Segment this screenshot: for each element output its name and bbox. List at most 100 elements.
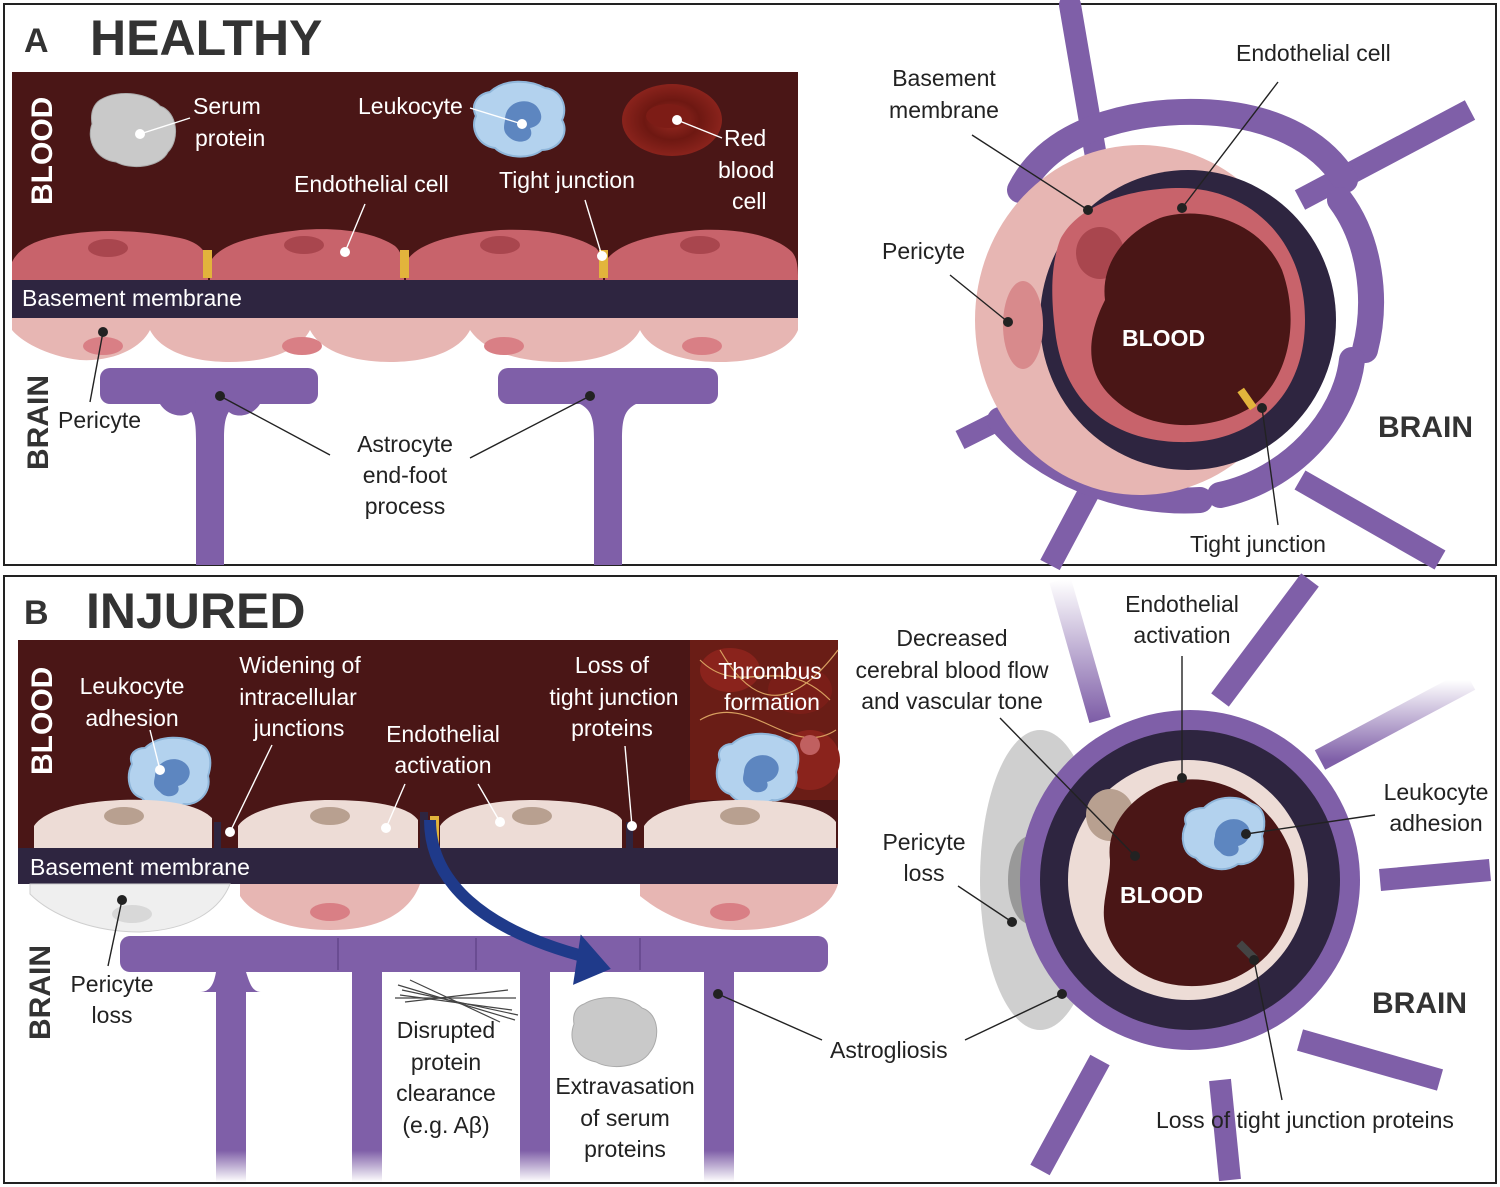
cross-basement-pointer xyxy=(1083,205,1093,215)
panel-a: A HEALTHY BLOOD Serum protein Leukocyte … xyxy=(3,0,1497,571)
cross-pericyte-loss-label-1: Pericyte xyxy=(882,829,965,855)
leukocyte-nucleus-b-2 xyxy=(743,755,779,793)
endothelial-activation-label-1: Endothelial xyxy=(386,721,500,747)
cross-leukocyte-label-1: Leukocyte xyxy=(1384,779,1489,805)
panel-a-border xyxy=(3,3,1497,566)
cross-decreased-label-1: Decreased xyxy=(896,625,1007,651)
cross-basement-leader xyxy=(971,134,1089,211)
extravasation-label-2: of serum xyxy=(580,1105,669,1131)
leukocyte-leader-a xyxy=(469,107,523,125)
tight-junction-a-1 xyxy=(203,250,212,278)
pericyte-loss-label-2: loss xyxy=(92,1002,133,1028)
astrocyte-endfoot-a-1 xyxy=(100,368,318,565)
cross-leukocyte-label-2: adhesion xyxy=(1389,810,1482,836)
disrupted-label-2: protein xyxy=(411,1049,481,1075)
cross-pericyte-loss-pointer xyxy=(1007,917,1017,927)
leukocyte-adhesion-label-2: adhesion xyxy=(85,705,178,731)
cross-basement-label-2: membrane xyxy=(889,97,999,123)
cross-loss-tj-label: Loss of tight junction proteins xyxy=(1156,1107,1454,1133)
endothelial-activation-label-2: activation xyxy=(394,752,491,778)
panel-a-title: HEALTHY xyxy=(90,10,322,66)
thrombus-label-1: Thrombus xyxy=(718,658,822,684)
serum-protein-shape xyxy=(89,93,177,168)
cross-endothelial-leader-a xyxy=(1181,81,1279,209)
rbc-label-1: Red xyxy=(724,125,766,151)
loss-tj-label-2: tight junction xyxy=(549,684,678,710)
astrocyte-label-a-1: Astrocyte xyxy=(357,431,453,457)
red-blood-cell-center xyxy=(646,104,690,128)
cross-section-a xyxy=(955,0,1476,571)
cross-decreased-label-2: cerebral blood flow xyxy=(855,657,1048,683)
astrocyte-endfoot-a-2 xyxy=(498,368,718,565)
cross-endothelial-pointer-a xyxy=(1177,203,1187,213)
pericyte-loss-label-1: Pericyte xyxy=(70,971,153,997)
serum-protein-leader xyxy=(139,117,191,135)
endothelial-pointer-a xyxy=(340,247,350,257)
panel-b-border xyxy=(3,575,1497,1184)
astrocyte-label-a-2: end-foot xyxy=(363,462,448,488)
cross-endothelial-label-b-2: activation xyxy=(1133,622,1230,648)
cross-decreased-label-3: and vascular tone xyxy=(861,688,1043,714)
cross-blood-label-b: BLOOD xyxy=(1120,882,1203,908)
endothelial-leader-a xyxy=(344,203,366,253)
cross-leukocyte-leader xyxy=(1245,814,1376,835)
endothelial-label-a: Endothelial cell xyxy=(294,171,449,197)
astrocyte-leader-a-1 xyxy=(219,395,331,456)
cross-loss-tj-pointer xyxy=(1249,955,1259,965)
endothelial-activation-leader-1 xyxy=(385,783,406,829)
leukocyte-label-a: Leukocyte xyxy=(358,93,463,119)
rbc-leader xyxy=(676,119,723,139)
loss-tj-label-1: Loss of xyxy=(575,652,650,678)
rbc-label-2: blood xyxy=(718,157,774,183)
tight-junction-pointer-a xyxy=(597,251,607,261)
cross-basement-label-1: Basement xyxy=(892,65,996,91)
widening-label-2: intracellular xyxy=(239,684,357,710)
panel-b-letter: B xyxy=(24,594,49,632)
cross-endothelial-pointer-b xyxy=(1177,773,1187,783)
cross-decreased-pointer xyxy=(1130,851,1140,861)
blood-side-label-a: BLOOD xyxy=(26,97,59,205)
amyloid-fibrils xyxy=(395,979,519,1023)
cross-leukocyte-pointer xyxy=(1241,829,1251,839)
extravasation-label-3: proteins xyxy=(584,1136,666,1162)
brain-side-label-b: BRAIN xyxy=(24,945,57,1040)
cross-blood-label-a: BLOOD xyxy=(1122,325,1205,351)
panel-b: B INJURED BLOOD xyxy=(3,573,1497,1184)
extravasation-label-1: Extravasation xyxy=(555,1073,694,1099)
extravasation-arrowhead xyxy=(573,934,611,985)
cross-section-b xyxy=(980,573,1491,1182)
panel-a-letter: A xyxy=(24,22,49,60)
cross-tight-junction-label-a: Tight junction xyxy=(1190,531,1326,557)
cross-decreased-leader xyxy=(999,717,1136,857)
cross-pericyte-label-a: Pericyte xyxy=(882,238,965,264)
endothelial-activation-leader-2 xyxy=(477,783,501,823)
pericyte-label-a: Pericyte xyxy=(58,407,141,433)
tight-junction-a-2 xyxy=(400,250,409,278)
blood-side-label-b: BLOOD xyxy=(26,667,59,775)
endothelial-layer-a xyxy=(12,229,798,280)
cross-astrogliosis-leader xyxy=(964,993,1063,1041)
basement-membrane-a xyxy=(12,280,798,318)
thrombus-label-2: formation xyxy=(724,689,820,715)
extravasated-protein xyxy=(571,997,658,1068)
astrogliosis-astrocytes xyxy=(120,936,828,1182)
leukocyte-adhesion-label-1: Leukocyte xyxy=(80,673,185,699)
leukocyte-leader-b-1 xyxy=(149,729,161,771)
rbc-label-3: cell xyxy=(732,188,767,214)
tight-junction-label-a: Tight junction xyxy=(499,167,635,193)
widening-leader xyxy=(229,744,273,833)
cross-pericyte-loss-label-2: loss xyxy=(904,860,945,886)
tight-junction-a-3 xyxy=(599,250,608,278)
astrocyte-label-a-3: process xyxy=(365,493,446,519)
basement-membrane-b xyxy=(18,848,838,884)
pericyte-leader-a xyxy=(89,331,104,403)
astrocyte-leader-a-2 xyxy=(469,395,591,459)
extravasation-arrow xyxy=(424,819,592,964)
pericyte-layer-b xyxy=(29,883,838,933)
widening-label-1: Widening of xyxy=(239,652,361,678)
cross-brain-label-b: BRAIN xyxy=(1372,987,1467,1020)
loss-tj-label-3: proteins xyxy=(571,715,653,741)
loss-tj-leader xyxy=(624,745,633,827)
